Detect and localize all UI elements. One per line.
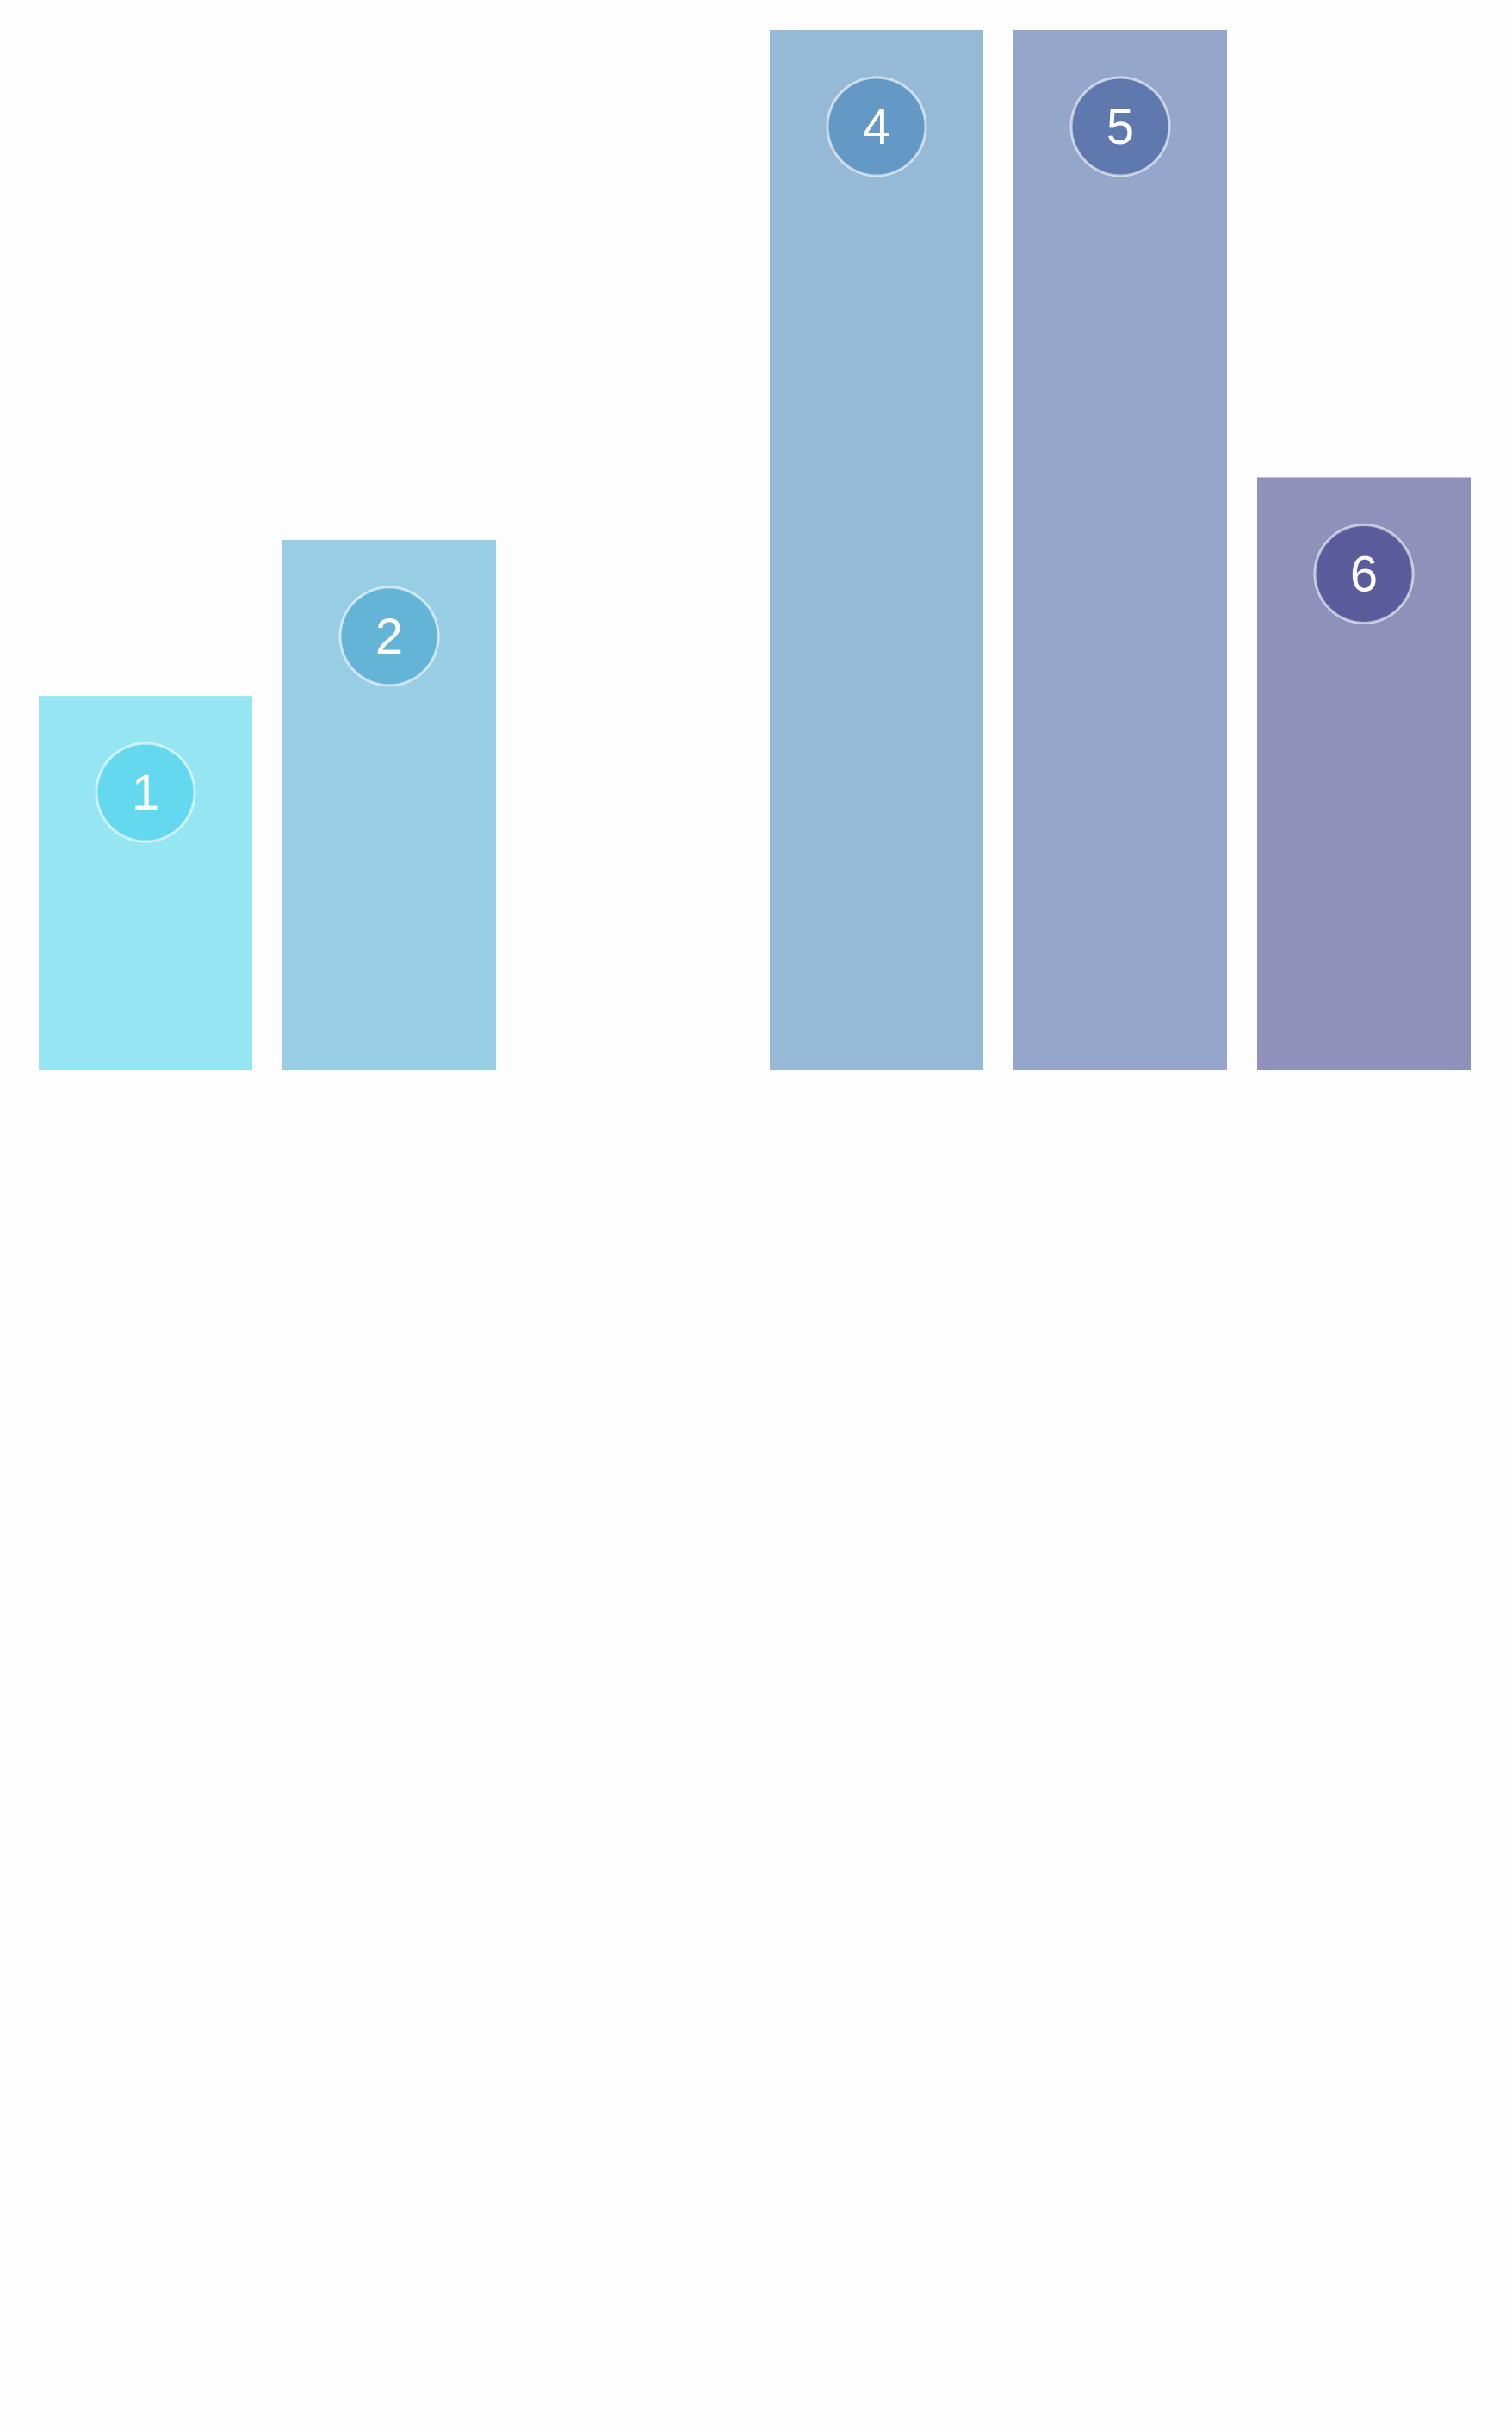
- bar-group-2: 2: [282, 539, 496, 1070]
- bar-badge-5: [1069, 76, 1171, 177]
- bar-badge-6: [1313, 523, 1415, 624]
- bar-label-1: 1: [132, 765, 159, 821]
- bar-badge-1: [95, 741, 196, 843]
- bar-group-4: 4: [770, 30, 983, 1070]
- bar-label-2: 2: [375, 609, 403, 665]
- bar-group-5: 5: [1013, 30, 1227, 1070]
- bar-label-6: 6: [1350, 546, 1378, 602]
- bar-group-1: 1: [39, 696, 252, 1070]
- bar-4: [770, 30, 983, 1070]
- bar-badge-2: [338, 586, 440, 687]
- bar-label-4: 4: [863, 99, 890, 155]
- bar-label-5: 5: [1106, 99, 1134, 155]
- bar-5: [1013, 30, 1227, 1070]
- bar-badge-4: [826, 76, 927, 177]
- bar-group-6: 6: [1257, 477, 1471, 1070]
